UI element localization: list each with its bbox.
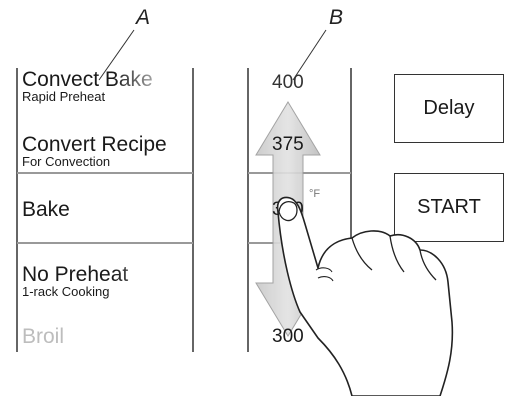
- mode-broil[interactable]: Broil: [22, 326, 190, 347]
- callout-b-label: B: [329, 6, 344, 29]
- mode-no-preheat[interactable]: No Preheat 1-rack Cooking: [22, 264, 190, 299]
- callout-b-leader: [292, 29, 327, 81]
- mode-convect-bake[interactable]: Convect Bake Rapid Preheat: [22, 69, 190, 104]
- mode-title: Convect Bake: [22, 68, 153, 91]
- delay-button[interactable]: Delay: [394, 74, 504, 143]
- mode-title: Broil: [22, 325, 65, 348]
- start-button[interactable]: START: [394, 173, 504, 242]
- mode-subtitle: Rapid Preheat: [22, 89, 106, 104]
- mode-subtitle: 1-rack Cooking: [22, 284, 110, 299]
- callout-a-label: A: [136, 6, 151, 29]
- temperature-unit: °F: [309, 188, 321, 200]
- mode-bake-selected[interactable]: Bake: [22, 199, 190, 220]
- temp-option-375[interactable]: 375: [272, 134, 304, 155]
- temp-option-400[interactable]: 400: [272, 72, 304, 93]
- mode-title: Bake: [22, 198, 70, 221]
- mode-subtitle: For Convection: [22, 154, 111, 169]
- mode-title: No Preheat: [22, 263, 129, 286]
- mode-title: Convert Recipe: [22, 133, 167, 156]
- temp-option-300[interactable]: 300: [272, 326, 304, 347]
- callout-a-leader: [98, 29, 135, 81]
- mode-convert-recipe[interactable]: Convert Recipe For Convection: [22, 134, 190, 169]
